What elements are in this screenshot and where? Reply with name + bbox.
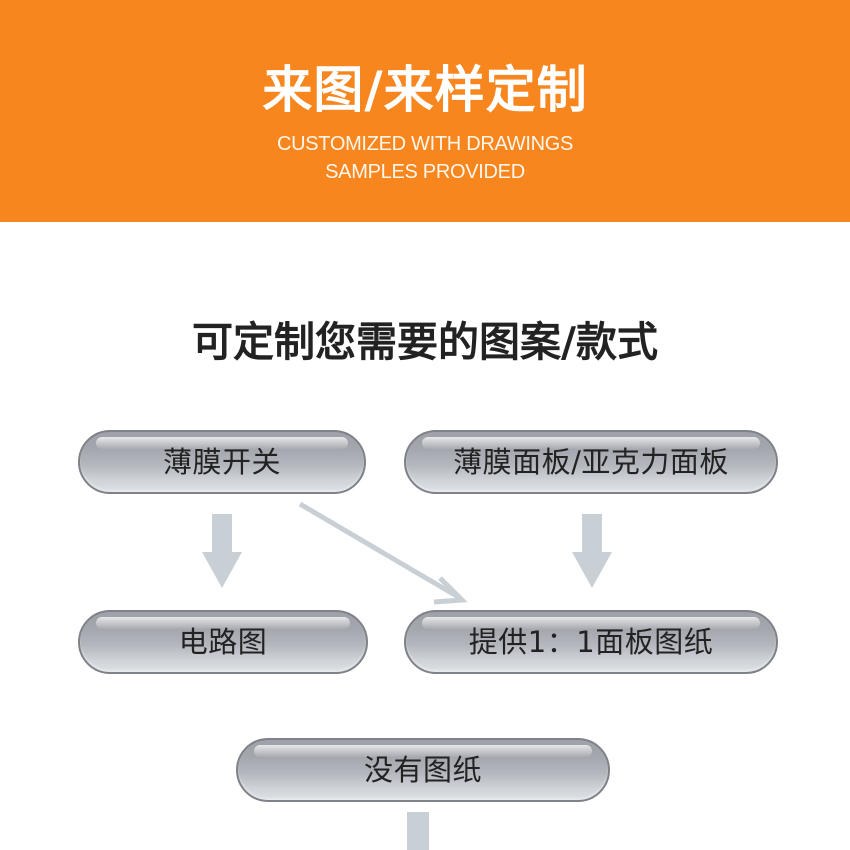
header-banner: 来图/来样定制 CUSTOMIZED WITH DRAWINGS SAMPLES… [0,0,850,222]
node-label: 电路图 [178,625,268,659]
banner-subtitle-line2: SAMPLES PROVIDED [325,161,525,183]
node-no-drawing: 没有图纸 [236,738,610,802]
banner-subtitle-line1: CUSTOMIZED WITH DRAWINGS [276,133,574,155]
node-circuit-diagram: 电路图 [78,610,368,674]
node-provide-1to1-drawing: 提供1：1面板图纸 [404,610,778,674]
node-membrane-acrylic-panel: 薄膜面板/亚克力面板 [404,430,778,494]
down-arrow-icon [407,812,429,850]
banner-title: 来图/来样定制 [262,61,588,119]
node-label: 薄膜开关 [162,445,281,479]
node-label: 提供1：1面板图纸 [468,625,714,659]
down-arrow-icon [202,514,242,588]
node-label: 没有图纸 [363,753,482,787]
diagonal-arrow-icon [298,501,468,605]
node-label: 薄膜面板/亚克力面板 [453,445,729,479]
node-membrane-switch: 薄膜开关 [78,430,366,494]
down-arrow-icon [572,514,612,588]
section-title: 可定制您需要的图案/款式 [192,318,658,366]
